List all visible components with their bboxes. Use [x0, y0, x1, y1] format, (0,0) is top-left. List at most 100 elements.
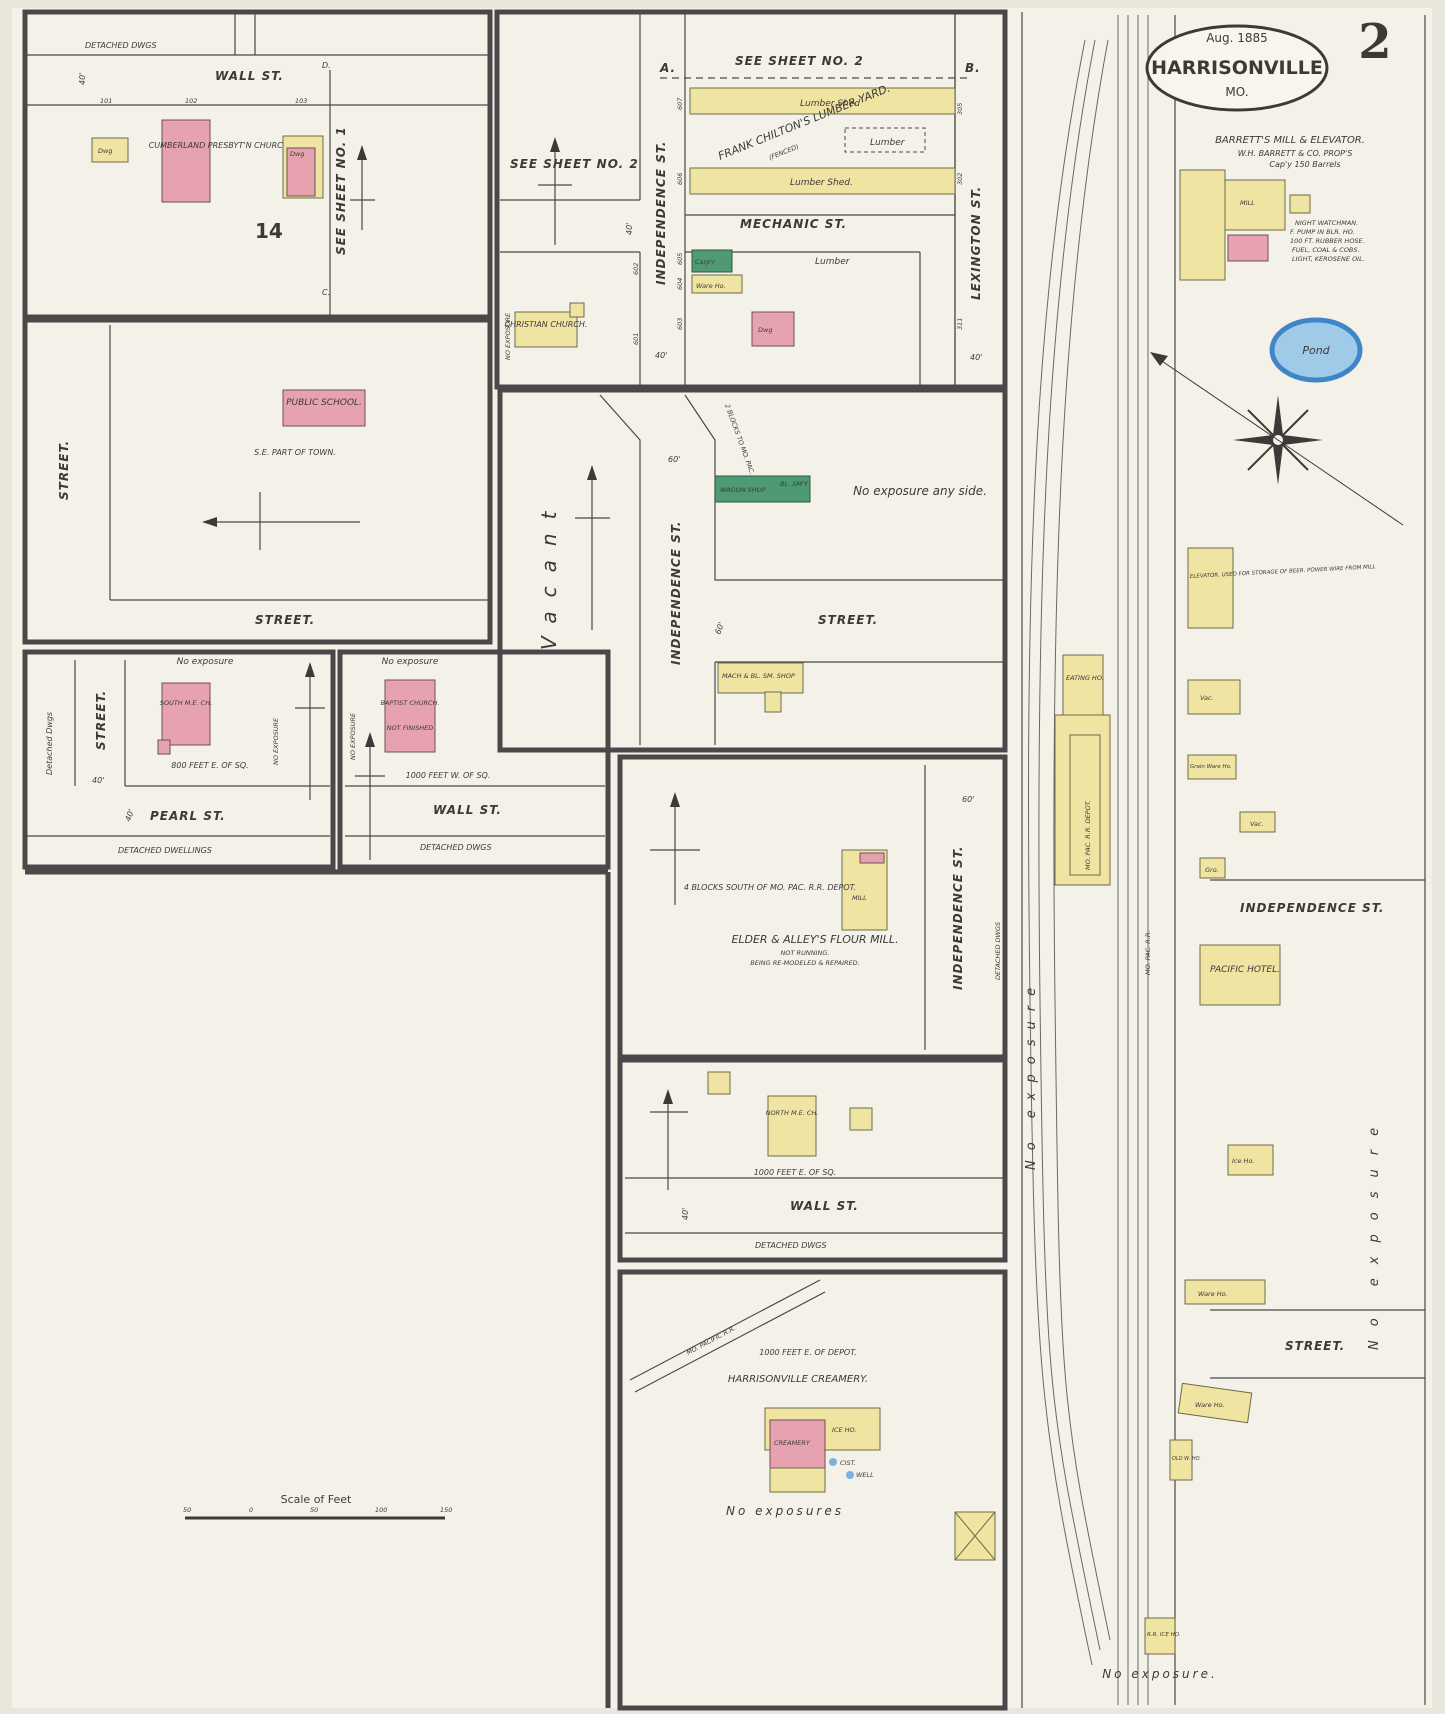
scale-title: Scale of Feet [281, 1493, 352, 1506]
flour-mill-boiler [859, 852, 885, 864]
eating-house [1062, 654, 1104, 716]
scale-bar: Scale of Feet 50 0 50 100 150 [183, 1493, 452, 1520]
no-exposure-v1: NO EXPOSURE [504, 312, 512, 360]
no-exposure-any-side: No exposure any side. [853, 484, 987, 498]
scale-tick-50a: 50 [183, 1506, 191, 1514]
scale-tick-100: 100 [375, 1506, 387, 1514]
creamery-ice-ho-label: ICE HO. [832, 1426, 856, 1434]
dwelling-b-label: Dwg [290, 150, 304, 158]
railroad-tracks [1021, 12, 1426, 1708]
vacant-building-1 [1187, 679, 1241, 715]
cistern-icon [829, 1458, 837, 1466]
lot-103: 103 [295, 97, 307, 105]
see-sheet-2-mid: SEE SHEET NO. 2 [510, 157, 639, 171]
north-arrow-4 [295, 662, 325, 800]
street-mid-label: STREET. [818, 613, 878, 627]
marker-b: B. [965, 61, 981, 75]
dim-60-1: 60' [668, 455, 680, 464]
street-see-sheet-1: SEE SHEET NO. 1 [334, 126, 348, 255]
baptist-church-note: NOT FINISHED [387, 724, 434, 732]
south-me-church [161, 682, 211, 746]
dim-40-5: 40' [92, 776, 104, 785]
rr-depot [1069, 734, 1101, 876]
scale-tick-50b: 50 [310, 1506, 318, 1514]
street-lexington: LEXINGTON ST. [969, 186, 983, 300]
lumber-shed-south-label: Lumber Shed. [790, 178, 853, 188]
marker-c: C. [322, 288, 330, 297]
feet-w-sq-1000: 1000 FEET W. OF SQ. [406, 771, 491, 780]
public-school-label: PUBLIC SCHOOL. [286, 398, 362, 408]
dim-40-7: 40' [681, 1208, 690, 1220]
well-label: WELL [856, 1471, 874, 1479]
christian-church-tower [569, 302, 585, 318]
no-exposures-creamery: No exposures [726, 1504, 844, 1518]
see-sheet-2-top: SEE SHEET NO. 2 [735, 54, 864, 68]
carpenter-shop-label: Carp'r [695, 258, 716, 266]
lot-302: 302 [956, 173, 964, 185]
grain-warehouse-label: Grain Ware Ho. [1190, 764, 1232, 770]
street-mechanic: MECHANIC ST. [740, 217, 847, 231]
dim-40-2: 40' [625, 223, 634, 235]
flour-mill-note-1: NOT RUNNING. [781, 949, 830, 957]
barrett-note-1: NIGHT WATCHMAN. [1295, 219, 1358, 227]
north-arrow-6 [650, 792, 700, 905]
christian-church-label: CHRISTIAN CHURCH. [504, 320, 587, 329]
eating-house-label: EATING HO. [1066, 674, 1104, 682]
marker-d: D. [322, 61, 331, 70]
barrett-elevator [1179, 169, 1226, 281]
public-school [282, 389, 366, 427]
beer-elevator [1187, 547, 1234, 629]
feet-e-sq-800: 800 FEET E. OF SQ. [171, 761, 248, 770]
grocery [1199, 857, 1226, 879]
shed-x-2 [849, 1107, 873, 1131]
lot-102: 102 [185, 97, 197, 105]
lot-603: 603 [676, 318, 684, 330]
well-icon [846, 1471, 854, 1479]
dim-40-3: 40' [970, 353, 982, 362]
rr-ice-house-label: R.R. ICE HO. [1147, 1632, 1181, 1638]
se-part-note: S.E. PART OF TOWN. [254, 448, 336, 457]
warehouse-small-label: Ware Ho. [696, 282, 726, 290]
north-arrow-5 [355, 732, 385, 860]
lumber-shed-north-label: Lumber Shed [800, 99, 860, 109]
detached-dwellings-sw: DETACHED DWELLINGS [118, 846, 212, 855]
blocks-south-note: 4 BLOCKS SOUTH OF MO. PAC. R.R. DEPOT. [684, 883, 856, 892]
shed-x-1 [707, 1071, 731, 1095]
creamery-bldg-label: CREAMERY [774, 1439, 811, 1447]
blacksmith-label: BL. SM'Y [780, 480, 809, 488]
creamery-label: HARRISONVILLE CREAMERY. [728, 1374, 868, 1385]
carpenter-shop [691, 249, 733, 273]
barrett-co-label: W.H. BARRETT & CO. PROP'S [1238, 149, 1353, 158]
barrett-note-5: LIGHT, KEROSENE OIL. [1292, 255, 1365, 263]
grocery-label: Gro. [1205, 866, 1219, 874]
feet-e-sq-1000: 1000 FEET E. OF SQ. [754, 1168, 837, 1177]
machine-shop-engine [764, 691, 782, 713]
street-independence-3: INDEPENDENCE ST. [951, 846, 965, 990]
no-exposure-bottom: No exposure. [1102, 1667, 1218, 1681]
sheet-number: 2 [1358, 14, 1391, 70]
lumber-shed-north [689, 87, 956, 115]
ice-house-east-label: Ice Ho. [1232, 1157, 1255, 1165]
town-name: HARRISONVILLE [1151, 57, 1323, 79]
shed-x-3-cross [954, 1511, 996, 1561]
machine-shop-label: MACH & BL. SM. SHOP [722, 672, 795, 680]
north-arrow-7 [650, 1089, 688, 1190]
street-wall-sw: WALL ST. [433, 803, 502, 817]
old-warehouse-label: OLD W. HO. [1172, 1456, 1201, 1462]
christian-church [514, 311, 578, 348]
rr-depot-label: MO. PAC. R.R. DEPOT. [1084, 800, 1092, 870]
street-west-label: STREET. [57, 440, 71, 500]
cistern-label: CIST. [840, 1459, 856, 1467]
street-wall-nw: WALL ST. [215, 69, 284, 83]
scale-tick-0: 0 [249, 1506, 253, 1514]
detached-dwgs-mid: DETACHED DWGS [755, 1241, 827, 1250]
lot-305: 305 [956, 103, 964, 115]
barretts-mill-label: BARRETT'S MILL & ELEVATOR. [1215, 135, 1365, 146]
warehouse-small [691, 274, 743, 294]
pond [1269, 317, 1363, 383]
pacific-hotel [1199, 944, 1281, 1006]
dim-60-3: 60' [962, 795, 974, 804]
creamery-annex [769, 1467, 826, 1493]
warehouse-east-1 [1184, 1279, 1266, 1305]
